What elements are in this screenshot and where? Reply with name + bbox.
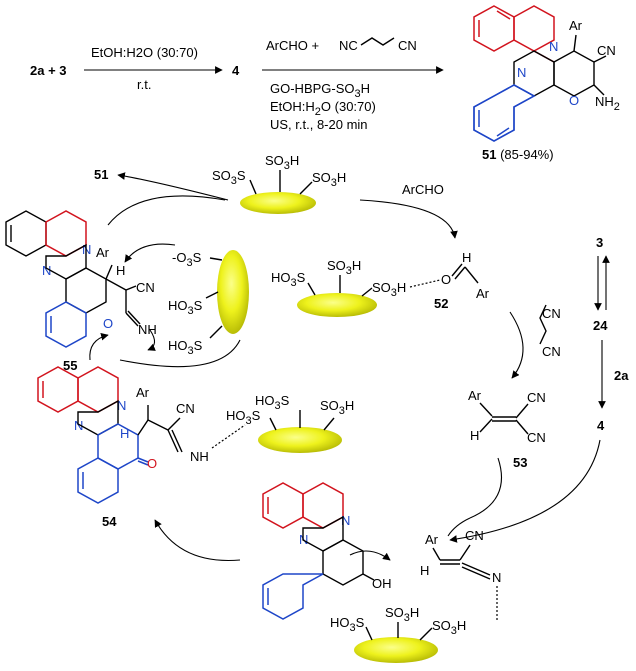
bottom-complex: N N OH Ar H CN N HO3S SO3H SO3H	[262, 482, 501, 663]
c55-cn: CN	[136, 280, 155, 295]
aldehyde-h: H	[462, 250, 471, 265]
arrow-53-to-complex	[469, 457, 502, 519]
c55-ar: Ar	[96, 245, 110, 260]
arrow-to-51	[117, 172, 229, 201]
catalyst-bottom-ho3s: HO3S	[330, 615, 365, 634]
catalyst-52-so3h-2: SO3H	[372, 280, 406, 299]
c54-n-top: N	[117, 398, 126, 413]
c55-o: O	[103, 316, 113, 331]
catalyst-bottom-so3h-2: SO3H	[432, 618, 466, 637]
solvent-label: EtOH:H2O (30:70)	[270, 99, 376, 118]
start-materials-label: 2a + 3	[30, 63, 67, 78]
bottom-h: H	[420, 563, 429, 578]
h-bond-54	[211, 424, 246, 449]
compound-53-h: H	[470, 428, 479, 443]
arrow-52-to-53	[509, 311, 524, 379]
cycle-malononitrile: CN CN	[539, 304, 561, 359]
side-compound-3: 3	[596, 235, 603, 250]
c54-ar: Ar	[136, 385, 150, 400]
c54-cn: CN	[176, 401, 195, 416]
product-51-n-top: N	[549, 39, 558, 54]
c55-n-bottom: N	[42, 263, 51, 278]
arrow-archo	[359, 199, 458, 239]
compound-55-label: 55	[63, 358, 77, 373]
compound-53-cn-top: CN	[527, 390, 546, 405]
side-sequence: 3 24 2a 4	[593, 235, 629, 433]
malononitrile-nc: NC	[339, 38, 358, 53]
arrow-complex-to-54	[154, 519, 241, 562]
compound-53-cn-bottom: CN	[527, 430, 546, 445]
compound-54-label: 54	[102, 514, 117, 529]
cycle-label-51: 51	[94, 167, 108, 182]
compound-54-structure: N N H O 54 Ar CN NH HO3S HO3S SO3H	[37, 366, 354, 529]
product-51-label: 51 (85-94%)	[482, 147, 554, 162]
ultrasound-conditions-label: US, r.t., 8-20 min	[270, 117, 368, 132]
top-reaction: 2a + 3 EtOH:H2O (30:70) r.t. 4 ArCHO + N…	[30, 37, 444, 132]
cycle-malononitrile-cn-bottom: CN	[542, 344, 561, 359]
product-51-ar: Ar	[569, 18, 583, 33]
cycle-archo: ArCHO	[402, 182, 444, 197]
compound-53-label: 53	[513, 455, 527, 470]
compound-55-structure: N N Ar H CN NH O 55 -O3S HO3S HO3S	[5, 210, 249, 373]
product-51-n-bottom: N	[517, 65, 526, 80]
bottom-ar: Ar	[425, 532, 439, 547]
catalyst-top-so3h-2: SO3H	[312, 170, 346, 189]
compound-53-structure: Ar H CN CN 53	[468, 388, 546, 470]
catalyst-52-so3h-1: SO3H	[327, 258, 361, 277]
intermediate-4-label: 4	[232, 63, 240, 78]
catalyst-label: GO-HBPG-SO3H	[270, 81, 370, 100]
malononitrile-structure: NC CN	[339, 37, 417, 53]
c54-nh: NH	[190, 449, 209, 464]
bottom-oh: OH	[372, 576, 392, 591]
arrow-53-join	[447, 517, 471, 537]
catalyst-54-sheet	[258, 427, 342, 453]
catalyst-55-ho3s-2: HO3S	[168, 338, 203, 357]
bottom-n-top: N	[341, 513, 350, 528]
catalyst-bottom-sheet	[354, 637, 438, 663]
arrow-55-cyclize	[119, 339, 241, 368]
side-compound-24: 24	[593, 318, 608, 333]
catalyst-54-so3h-1: HO3S	[255, 393, 290, 412]
catalyst-top-ho3s: SO3S	[212, 168, 246, 187]
side-reagent-2a: 2a	[614, 368, 629, 383]
step1-conditions-below: r.t.	[137, 77, 151, 92]
arrow-4-to-complex	[449, 439, 601, 543]
c55-nh: NH	[138, 322, 157, 337]
cycle-malononitrile-cn-top: CN	[542, 306, 561, 321]
arrow-55-release	[107, 195, 226, 226]
catalyst-top: SO3S SO3H SO3H	[212, 153, 346, 214]
bottom-cn: CN	[465, 528, 484, 543]
product-51-nh2: NH2	[595, 94, 620, 113]
catalyst-top-sheet	[240, 192, 316, 214]
compound-52-complex: HO3S SO3H SO3H O H Ar 52	[271, 250, 490, 317]
malononitrile-cn: CN	[398, 38, 417, 53]
step2-aldehyde-label: ArCHO +	[266, 38, 319, 53]
catalyst-top-so3h-1: SO3H	[265, 153, 299, 172]
compound-53-ar: Ar	[468, 388, 482, 403]
aldehyde-o: O	[441, 272, 451, 287]
c54-o: O	[147, 456, 157, 471]
product-51-structure: N N Ar CN O NH2	[473, 5, 620, 142]
catalyst-52-sheet	[297, 293, 377, 317]
arrow-54-to-55	[89, 332, 109, 361]
compound-52-label: 52	[434, 296, 448, 311]
c54-h: H	[120, 426, 129, 441]
product-51-o: O	[569, 93, 579, 108]
c54-n-bottom: N	[74, 418, 83, 433]
aldehyde-ar: Ar	[476, 286, 490, 301]
c55-h: H	[116, 263, 125, 278]
side-compound-4: 4	[597, 418, 605, 433]
catalyst-55-sheet	[217, 250, 249, 334]
bottom-n: N	[492, 570, 501, 585]
catalyst-52-ho3s: HO3S	[271, 270, 306, 289]
h-bond-52	[409, 279, 441, 288]
product-51-cn: CN	[597, 43, 616, 58]
catalyst-54-so3h-2: SO3H	[320, 398, 354, 417]
catalyst-55-ho3s-1: HO3S	[168, 298, 203, 317]
catalyst-54-ho3s: HO3S	[226, 408, 261, 427]
catalyst-bottom-so3h-1: SO3H	[385, 605, 419, 624]
catalyst-55-o3s: -O3S	[172, 250, 202, 269]
step1-conditions-above: EtOH:H2O (30:70)	[91, 45, 198, 60]
